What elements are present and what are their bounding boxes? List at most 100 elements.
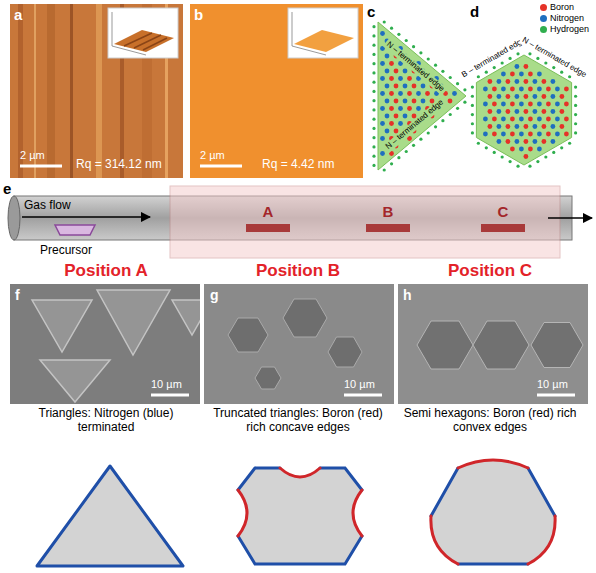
afm-inset-ridge [124,33,167,50]
shape-caption: Truncated triangles: Boron (red) rich co… [202,407,394,435]
atom-dot [385,99,390,104]
hbn-flake [97,290,170,355]
atom-dot [519,132,524,137]
scale-bar [344,394,382,397]
atom-dot [546,132,551,137]
hydrogen-dot [568,75,571,78]
hydrogen-dot [574,85,577,88]
atom-dot [380,136,385,141]
atom-dot [407,136,412,141]
atom-dot [528,117,533,122]
legend-text: Nitrogen [550,14,584,23]
precursor-boat [55,225,95,235]
atom-dot [483,102,488,107]
atom-dot [537,72,542,77]
atom-dot [555,102,560,107]
atom-dot [551,94,556,99]
hydrogen-dot [372,164,375,167]
position-letter: C [498,203,509,221]
atom-dot [528,132,533,137]
legend-text: Hydrogen [550,25,589,34]
atom-dot [380,76,385,81]
legend-row: Hydrogen [540,24,589,35]
atom-dot [398,91,403,96]
atom-dot [555,87,560,92]
atom-dot [497,124,502,129]
hydrogen-dot [372,81,375,84]
hydrogen-dot [501,155,504,158]
hydrogen-dot [372,99,375,102]
atom-dot [510,102,515,107]
scale-bar-label: 10 µm [344,378,375,391]
atom-dot [421,84,426,89]
hydrogen-dot [372,71,375,74]
position-heading: Position A [64,261,147,281]
hydrogen-dot [372,44,375,47]
panel-letter: e [3,180,11,198]
atom-legend: BoronNitrogenHydrogen [540,2,589,35]
atom-dot [510,132,515,137]
atom-dot [412,99,417,104]
atom-dot [524,154,529,159]
atom-dot [564,87,569,92]
atom-dot [501,72,506,77]
atom-dot [564,117,569,122]
atom-dot [389,61,394,66]
atom-dot [394,114,399,119]
atom-dot [492,117,497,122]
afm-streak [47,4,55,178]
atom-dot [488,79,493,84]
legend-swatch [540,4,547,11]
hbn-flake [228,318,268,352]
hydrogen-dot [493,151,496,154]
hydrogen-dot [456,82,459,85]
atom-dot [488,94,493,99]
atom-dot [380,61,385,66]
atom-dot [394,69,399,74]
atom-dot [501,132,506,137]
afm-inset [108,8,178,58]
hbn-flake [417,321,473,369]
shape-caption: Triangles: Nitrogen (blue) terminated [10,407,202,435]
hbn-flake [328,337,362,367]
hydrogen-dot [560,71,563,74]
atom-dot [506,109,511,114]
atom-dot [533,109,538,114]
atom-dot [492,132,497,137]
atom-dot [398,106,403,111]
hydrogen-dot [441,70,444,73]
atom-dot [542,94,547,99]
atom-dot [524,79,529,84]
hydrogen-dot [574,104,577,107]
atom-dot [425,91,430,96]
position-heading: Position C [448,261,532,281]
hbn-flake [32,300,92,352]
atom-dot [412,84,417,89]
hbn-flake [283,299,327,337]
hydrogen-dot [449,113,452,116]
panel-letter: a [14,6,22,24]
hydrogen-dot [449,76,452,79]
atom-dot [385,129,390,134]
atom-dot [380,121,385,126]
sem-image [204,284,394,404]
position-heading: Position B [256,261,340,281]
position-letter: B [383,203,394,221]
atom-dot [528,72,533,77]
hydrogen-dot [528,52,531,55]
flow-label: Gas flow [24,198,71,212]
hydrogen-dot [560,146,563,149]
scale-bar [537,394,575,397]
afm-image-smooth [190,4,363,178]
atom-dot [542,109,547,114]
hydrogen-dot [412,45,415,48]
atom-dot [564,102,569,107]
hydrogen-dot [516,165,519,168]
hydrogen-dot [501,61,504,64]
semi-hexagon-schematic [431,460,555,564]
hydrogen-dot [405,150,408,153]
atom-dot [403,84,408,89]
atom-dot [380,151,385,156]
atom-dot [542,139,547,144]
